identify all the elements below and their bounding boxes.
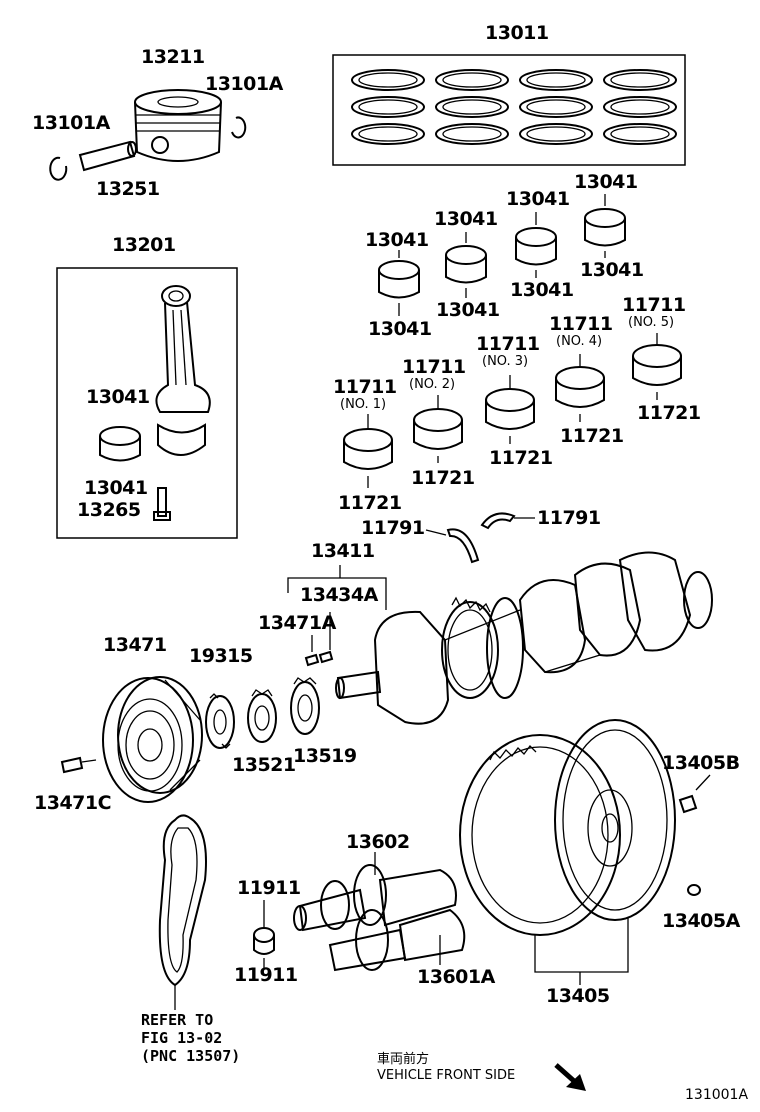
label-11911-bottom: 11911: [234, 964, 298, 986]
main-bearing-2: [413, 395, 463, 463]
crank-keys: [304, 612, 334, 667]
label-13041-a: 13041: [365, 229, 429, 251]
label-11791-left: 11791: [361, 517, 425, 539]
label-11711-no4: 11711: [549, 313, 613, 335]
pulley-bolt: [60, 756, 97, 774]
vehicle-front-arrow: [554, 1063, 586, 1091]
snap-ring-left: [49, 156, 68, 181]
label-13041-i: 13041: [86, 386, 150, 408]
sensor-plate-19315: [205, 693, 235, 749]
label-19315: 19315: [189, 645, 253, 667]
label-13101A-left: 13101A: [32, 112, 110, 134]
label-no2: (NO. 2): [409, 377, 456, 392]
crank-gear-teeth: [451, 596, 491, 613]
label-13471A: 13471A: [258, 612, 336, 634]
label-11721-5: 11721: [637, 402, 701, 424]
label-13405: 13405: [546, 985, 610, 1007]
label-13434A: 13434A: [300, 584, 378, 606]
label-11911-top: 11911: [237, 877, 301, 899]
label-13471: 13471: [103, 634, 167, 656]
piston-pin: [78, 140, 137, 172]
piston-ring-set: [351, 69, 677, 145]
bearing-pair-3: [515, 212, 557, 278]
label-13211: 13211: [141, 46, 205, 68]
label-13602: 13602: [346, 831, 410, 853]
label-13041-g: 13041: [574, 171, 638, 193]
label-13405A: 13405A: [662, 910, 740, 932]
connecting-rod: [155, 285, 211, 456]
main-bearing-1: [343, 414, 393, 488]
label-13411: 13411: [311, 540, 375, 562]
bearing-pair-1: [378, 250, 420, 316]
label-13041-c: 13041: [434, 208, 498, 230]
refer-note-line3: (PNC 13507): [141, 1047, 241, 1065]
label-11721-4: 11721: [560, 425, 624, 447]
refer-note-line2: FIG 13-02: [141, 1029, 223, 1047]
label-no3: (NO. 3): [482, 354, 529, 369]
label-13519: 13519: [293, 745, 357, 767]
label-13601A: 13601A: [417, 966, 495, 988]
bearing-pair-2: [445, 232, 487, 298]
label-13041-f: 13041: [510, 279, 574, 301]
flywheel-spacer: [687, 884, 701, 896]
flywheel-bolt: [678, 774, 711, 814]
label-13405B: 13405B: [662, 752, 740, 774]
label-13041-e: 13041: [506, 188, 570, 210]
label-11721-1: 11721: [338, 492, 402, 514]
timing-chain: [158, 814, 207, 987]
crank-pulley: [102, 676, 203, 803]
connecting-rod-box: [56, 267, 238, 539]
label-11711-no3: 11711: [476, 333, 540, 355]
crank-sprocket-13521: [247, 689, 277, 743]
label-13041-h: 13041: [580, 259, 644, 281]
flywheel-bracket: [534, 918, 629, 985]
label-no1: (NO. 1): [340, 397, 387, 412]
thrust-washer-left: [425, 528, 480, 564]
label-13471C: 13471C: [34, 792, 112, 814]
label-11711-no2: 11711: [402, 356, 466, 378]
thrust-washer-right: [480, 512, 535, 530]
label-11721-3: 11721: [489, 447, 553, 469]
conrod-bearing: [99, 426, 141, 462]
label-13011: 13011: [485, 22, 549, 44]
vehicle-front-en: VEHICLE FRONT SIDE: [377, 1068, 516, 1083]
bearing-pair-4: [584, 194, 626, 258]
label-13521: 13521: [232, 754, 296, 776]
label-13041-j: 13041: [84, 477, 148, 499]
figure-id: 131001A: [685, 1087, 749, 1103]
label-11711-no1: 11711: [333, 376, 397, 398]
crankshaft: [335, 551, 713, 725]
conrod-bolt: [153, 487, 171, 521]
label-11711-no5: 11711: [622, 294, 686, 316]
label-no4: (NO. 4): [556, 334, 603, 349]
piston-ring-set-box: [332, 54, 686, 166]
balance-bearing-11911: [253, 900, 275, 968]
label-11791-right: 11791: [537, 507, 601, 529]
main-bearing-4: [555, 354, 605, 422]
label-13265: 13265: [77, 499, 141, 521]
label-11721-2: 11721: [411, 467, 475, 489]
snap-ring-right: [231, 116, 247, 139]
label-13041-b: 13041: [368, 318, 432, 340]
label-13251: 13251: [96, 178, 160, 200]
label-13041-d: 13041: [436, 299, 500, 321]
ring-gear: [459, 734, 621, 936]
drive-plate: [554, 719, 676, 921]
main-bearing-3: [485, 375, 535, 444]
label-13201: 13201: [112, 234, 176, 256]
vehicle-front-jp: 車両前方: [377, 1052, 430, 1067]
main-bearing-5: [632, 333, 682, 400]
balance-shaft-assembly: [293, 852, 466, 972]
label-13101A-right: 13101A: [205, 73, 283, 95]
label-no5: (NO. 5): [628, 315, 675, 330]
piston: [134, 89, 222, 162]
crank-gear-13519: [290, 677, 320, 735]
bracket-13411: [287, 565, 387, 610]
refer-note-line1: REFER TO: [141, 1011, 214, 1029]
